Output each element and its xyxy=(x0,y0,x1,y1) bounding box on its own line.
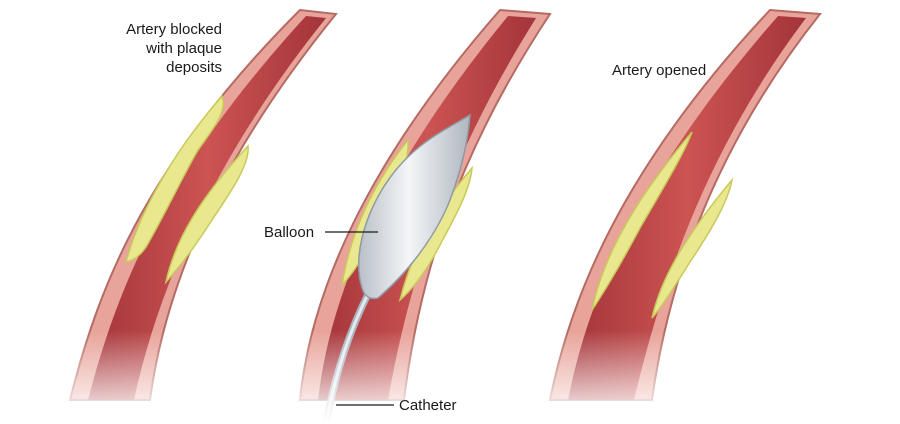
balloon xyxy=(358,113,471,300)
label-artery-blocked: Artery blocked with plaque deposits xyxy=(92,20,222,77)
label-balloon: Balloon xyxy=(264,224,315,241)
plaque-deposit xyxy=(651,177,734,319)
artery-blocked xyxy=(68,8,338,401)
label-line: Artery blocked xyxy=(126,21,222,38)
label-line: with plaque xyxy=(146,40,222,57)
plaque-deposit xyxy=(591,131,693,311)
plaque-deposit xyxy=(124,94,225,263)
plaque-deposit xyxy=(164,144,249,285)
artery-opened xyxy=(548,8,822,401)
vessel-lumen xyxy=(88,16,326,400)
label-line: deposits xyxy=(166,59,222,76)
label-catheter: Catheter xyxy=(399,397,457,414)
label-artery-opened: Artery opened xyxy=(612,62,707,79)
vessel-lumen xyxy=(568,16,806,400)
bottom-fade xyxy=(0,330,900,424)
